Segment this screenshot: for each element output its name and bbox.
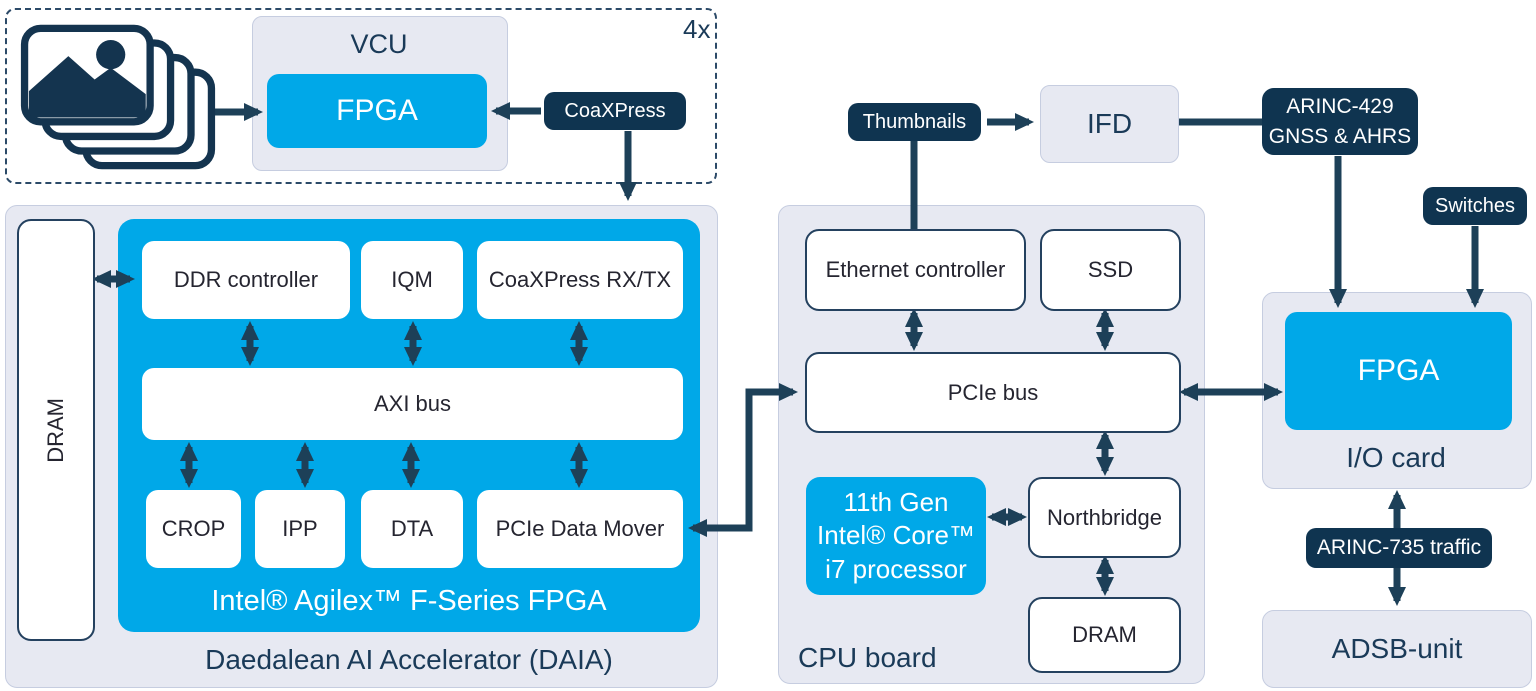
pcie-data-mover-box: PCIe Data Mover: [477, 490, 683, 568]
northbridge-box: Northbridge: [1028, 477, 1181, 558]
arrow-pcie-data-mover-pcie-bus: [688, 383, 798, 537]
coaxpress-label: CoaXPress: [544, 92, 686, 130]
axi-bus-box: AXI bus: [142, 368, 683, 440]
multiplier-label: 4x: [683, 14, 711, 44]
camera-unit-group: [5, 8, 717, 184]
pcie-bus-box: PCIe bus: [805, 352, 1181, 433]
io-fpga-box: [1285, 312, 1512, 430]
ethernet-controller-box: Ethernet controller: [805, 229, 1026, 311]
thumbnails-label: Thumbnails: [848, 103, 981, 141]
coaxpress-rxtx-box: CoaXPress RX/TX: [477, 241, 683, 319]
vcu-fpga-box: FPGA: [267, 74, 487, 148]
ddr-controller-box: DDR controller: [142, 241, 350, 319]
daia-dram-box: DRAM: [17, 219, 95, 641]
arinc429-label: ARINC-429 GNSS & AHRS: [1262, 88, 1418, 155]
ssd-box: SSD: [1040, 229, 1181, 311]
ifd-box: IFD: [1040, 85, 1179, 163]
i7-processor-box: 11th Gen Intel® Core™ i7 processor: [806, 477, 986, 595]
arinc735-label: ARINC-735 traffic: [1306, 528, 1492, 568]
stacked-images-icon: [20, 24, 216, 170]
dta-box: DTA: [361, 490, 463, 568]
sun-glyph: [96, 40, 126, 70]
agilex-fpga-caption: Intel® Agilex™ F-Series FPGA: [211, 584, 607, 617]
mountain-glyph: [28, 56, 146, 118]
cpu-board-caption: CPU board: [798, 642, 937, 673]
adsb-unit-box: ADSB-unit: [1262, 610, 1532, 688]
io-fpga-label: FPGA: [1357, 354, 1440, 387]
daia-caption: Daedalean AI Accelerator (DAIA): [205, 644, 613, 675]
vcu-title: VCU: [350, 28, 408, 59]
io-card-caption: I/O card: [1346, 442, 1446, 473]
daia-dram-label: DRAM: [43, 397, 68, 463]
cpu-dram-box: DRAM: [1028, 597, 1181, 673]
crop-box: CROP: [146, 490, 241, 568]
iqm-box: IQM: [361, 241, 463, 319]
ipp-box: IPP: [255, 490, 345, 568]
switches-label: Switches: [1423, 187, 1527, 225]
